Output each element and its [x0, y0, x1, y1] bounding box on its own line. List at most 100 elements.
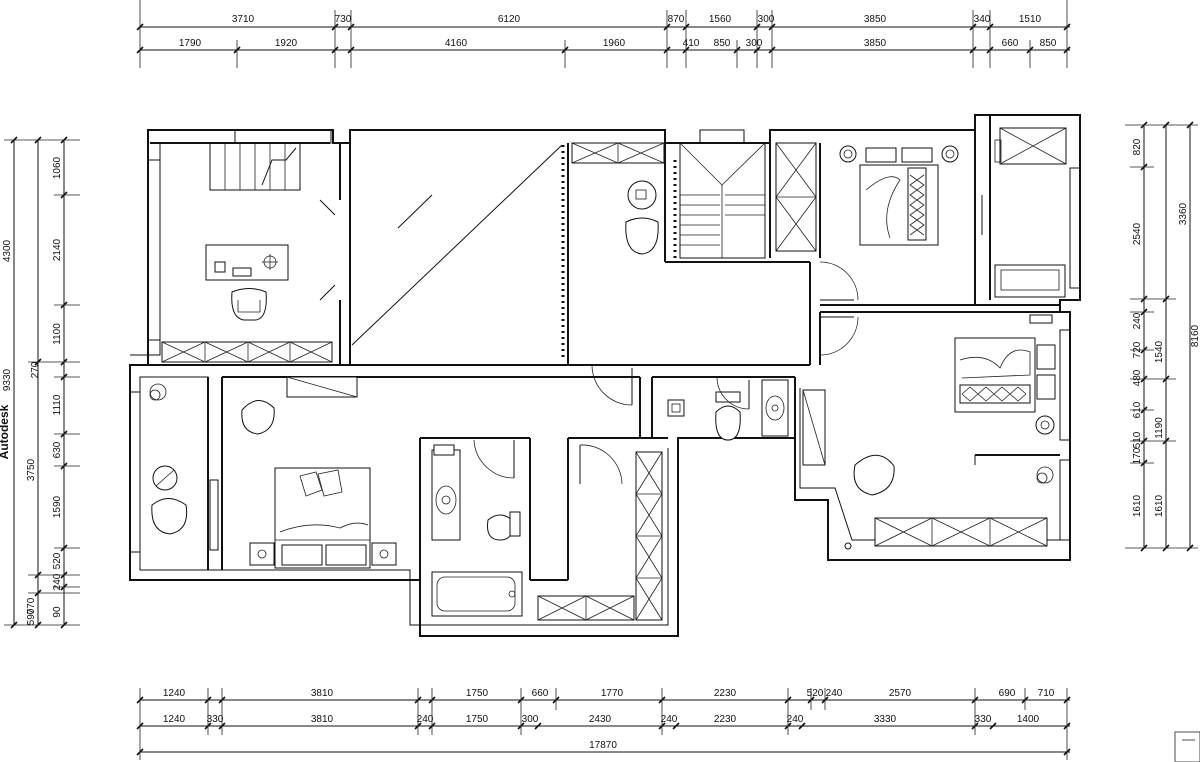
tall-cabinet-master: [802, 389, 826, 466]
dim-label: 520: [807, 688, 824, 699]
shelf-bedroom-3: [286, 376, 358, 398]
bedroom-3-furniture: [209, 400, 397, 569]
dim-label: 90: [52, 606, 63, 618]
top-extension-lines: [139, 0, 1068, 68]
dim-label: 610: [1132, 401, 1143, 418]
bedroom-2-furniture: [994, 139, 1066, 298]
left-room-furniture: [139, 376, 209, 571]
corner-marks: [1174, 731, 1200, 762]
bed-runner: [907, 167, 927, 241]
dim-label: 8160: [1190, 324, 1200, 347]
dim-label: 1920: [275, 38, 298, 49]
dim-label: 770: [26, 597, 37, 614]
dim-label: 630: [52, 441, 63, 458]
lounge-chair: [625, 217, 659, 255]
dim-label: 1190: [1154, 417, 1165, 439]
plant: [1036, 466, 1054, 484]
double-height-void: [351, 144, 563, 346]
dim-label: 4160: [445, 38, 468, 49]
bathtub: [431, 571, 523, 617]
doors: [319, 195, 983, 485]
right-outer-dim-labels: 3360 8160: [1178, 202, 1200, 347]
dim-label: 660: [532, 688, 549, 699]
dim-label: 1750: [466, 688, 489, 699]
cabinet-bottom: [537, 595, 635, 621]
dim-label: 2430: [589, 714, 612, 725]
nightstand: [371, 542, 397, 566]
dim-label: 300: [746, 38, 763, 49]
dim-label: 3750: [26, 458, 37, 481]
staircase-left: [209, 143, 301, 191]
bathroom-right: [667, 379, 789, 441]
plant: [149, 383, 167, 401]
top-inner-dim-labels: 1790 1920 4160 1960 410 850 300 3850 660…: [179, 38, 1057, 49]
dim-label: 1060: [52, 156, 63, 179]
bed-runner: [959, 384, 1031, 404]
left-extension-lines: [4, 139, 80, 626]
dim-label: 240: [52, 573, 63, 590]
total-width-label: 17870: [589, 740, 617, 751]
window: [129, 391, 141, 553]
left-dimension-chain: 4300 9330 3750 770 590 1060 2140 1100 27…: [0, 136, 80, 629]
armchair: [853, 454, 895, 496]
dim-label: 1110: [52, 394, 63, 415]
door-arc: [579, 444, 623, 485]
dim-label: 330: [207, 714, 224, 725]
lounge-chair: [151, 498, 188, 535]
dim-label: 240: [826, 688, 843, 699]
dim-label: 1540: [1154, 340, 1165, 363]
window: [1059, 459, 1071, 541]
dim-label: 1510: [1019, 14, 1042, 25]
dim-label: 1770: [601, 688, 624, 699]
nightstand: [249, 542, 275, 566]
top-outer-dim-labels: 3710 730 6120 870 1560 300 3850 340 1510: [232, 14, 1042, 25]
left-inner-dim-labels: 1060 2140 1100 270 1110 630 1590 520 240…: [30, 156, 63, 617]
dim-label: 2140: [52, 238, 63, 261]
sink: [765, 395, 785, 421]
dim-label: 590: [26, 608, 37, 625]
right-mid-dim-labels: 820 2540 1540 1190 1610: [1132, 138, 1165, 517]
door-arc: [819, 316, 859, 356]
study-chair: [231, 288, 267, 321]
dim-label: 850: [1040, 38, 1057, 49]
dim-label: 850: [714, 38, 731, 49]
toilet: [715, 405, 741, 441]
railing: [561, 145, 677, 360]
nightstand-lamp: [1035, 415, 1055, 435]
door-arc: [819, 261, 859, 301]
dim-label: 270: [30, 361, 41, 378]
wardrobe-bedroom-1: [775, 142, 817, 252]
dim-label: 720: [1132, 341, 1143, 358]
wardrobe-master: [874, 517, 1048, 547]
dim-label: 300: [522, 714, 539, 725]
dim-label: 3850: [864, 14, 887, 25]
dim-label: 240: [417, 714, 434, 725]
bottom-extension-lines: [139, 688, 1068, 760]
dim-label: 3850: [864, 38, 887, 49]
dim-label: 1400: [1017, 714, 1040, 725]
bottom-inner-dim-labels: 1240 330 3810 240 1750 300 2430 240 2230…: [163, 714, 1040, 725]
sink: [435, 485, 457, 515]
staircase-right: [679, 142, 766, 259]
dim-label: 730: [335, 14, 352, 25]
dim-label: 170: [1132, 447, 1143, 464]
dim-label: 9330: [2, 368, 13, 391]
dim-label: 410: [683, 38, 700, 49]
door-study: [319, 199, 336, 301]
wardrobe-study: [161, 341, 333, 363]
door-arc: [716, 376, 750, 410]
dim-label: 480: [1132, 369, 1143, 386]
lounge-furniture: [625, 180, 659, 255]
dim-label: 1590: [52, 495, 63, 518]
dim-label: 690: [999, 688, 1016, 699]
right-extension-lines: [1125, 124, 1198, 549]
dim-label: 2230: [714, 714, 737, 725]
bedroom-1-furniture: [839, 145, 959, 246]
dim-label: 820: [1132, 138, 1143, 155]
dim-label: 3810: [311, 714, 334, 725]
cabinet-top-center: [571, 142, 665, 164]
master-bedroom-furniture: [844, 314, 1056, 550]
window: [147, 159, 161, 341]
dim-label: 3330: [874, 714, 897, 725]
dim-label: 710: [1038, 688, 1055, 699]
